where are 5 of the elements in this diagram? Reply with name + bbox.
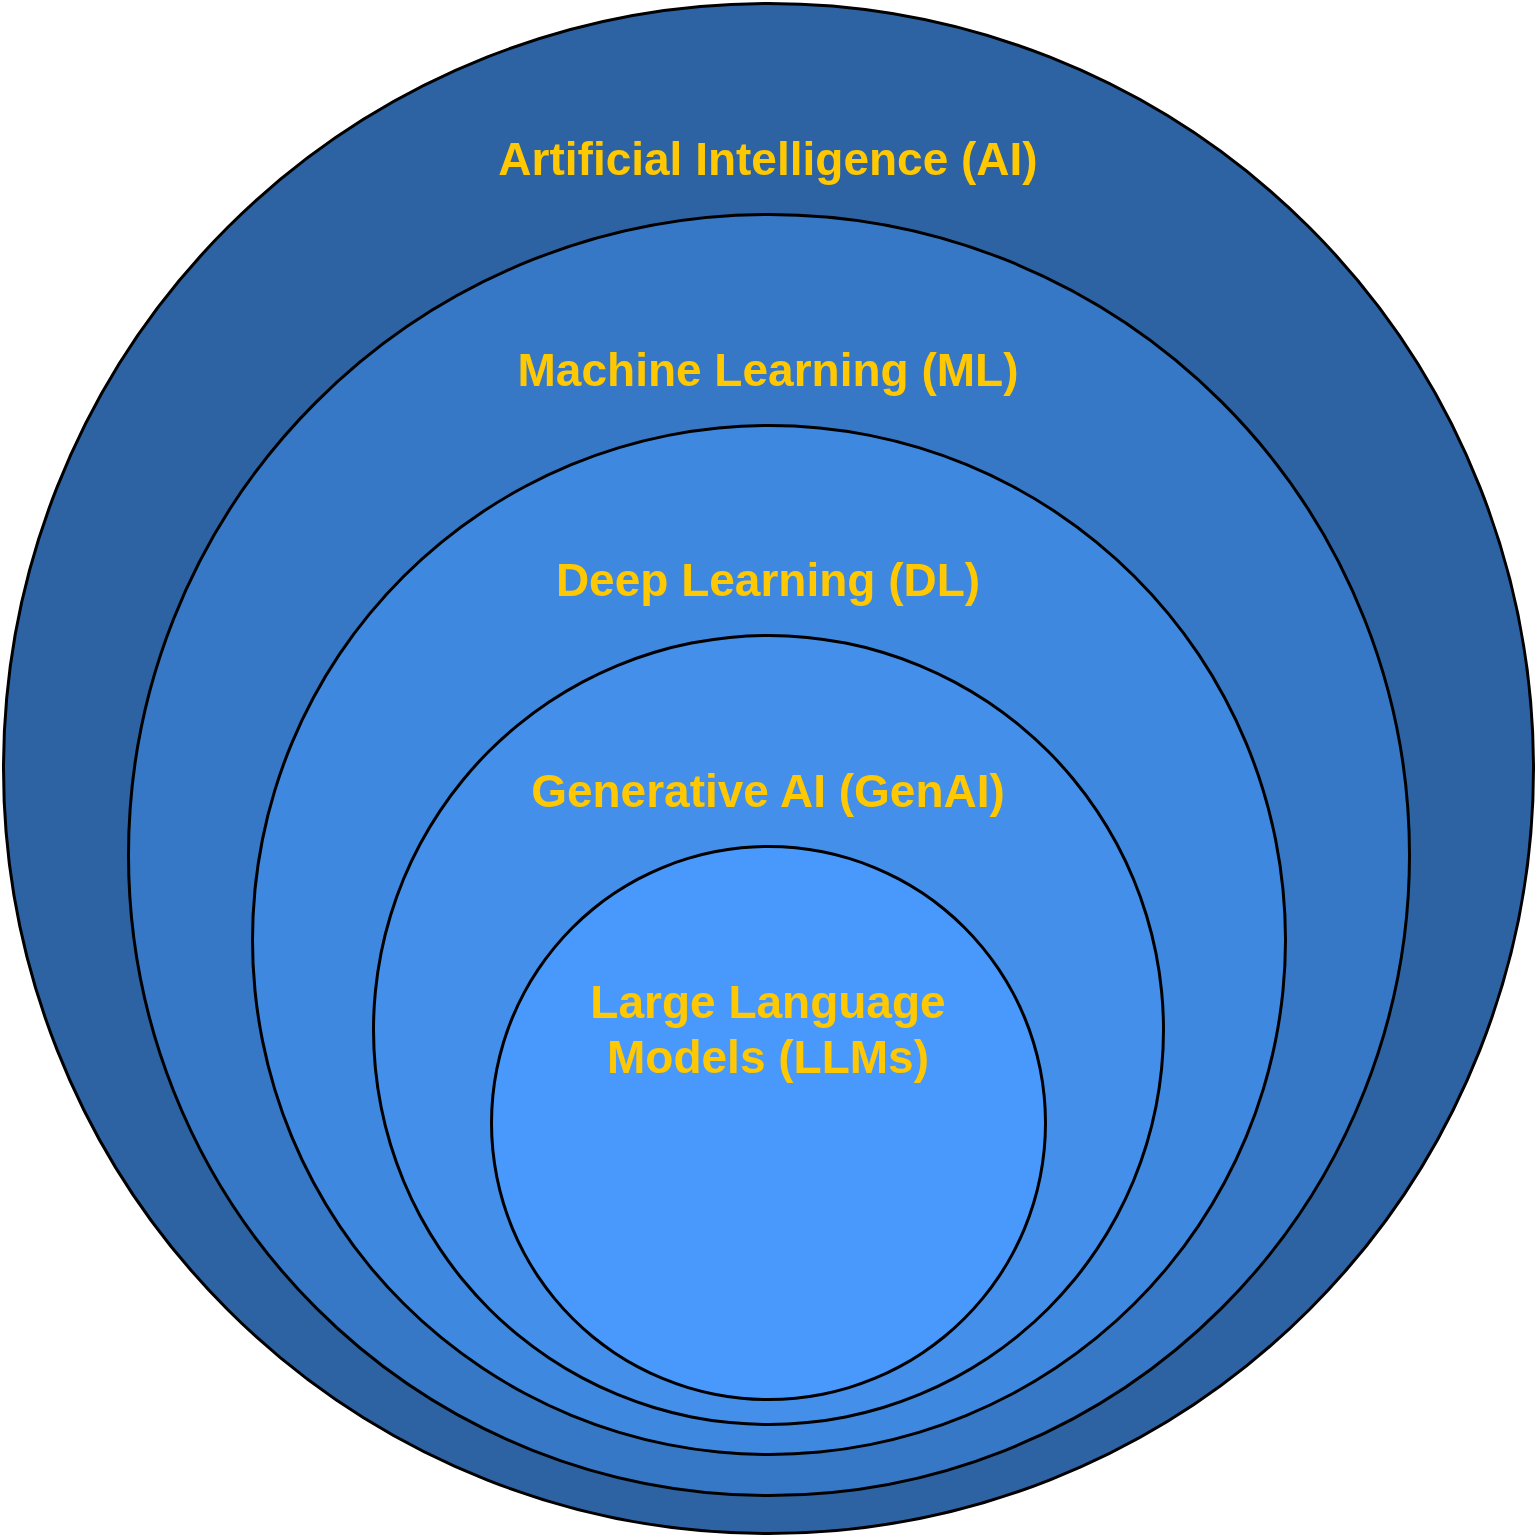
circle-label: Machine Learning (ML)	[516, 343, 1020, 398]
circle-label: Large Language Models (LLMs)	[589, 975, 947, 1085]
circle-label: Artificial Intelligence (AI)	[497, 132, 1039, 187]
circle-label: Generative AI (GenAI)	[530, 764, 1006, 819]
circle-label: Deep Learning (DL)	[554, 553, 982, 608]
